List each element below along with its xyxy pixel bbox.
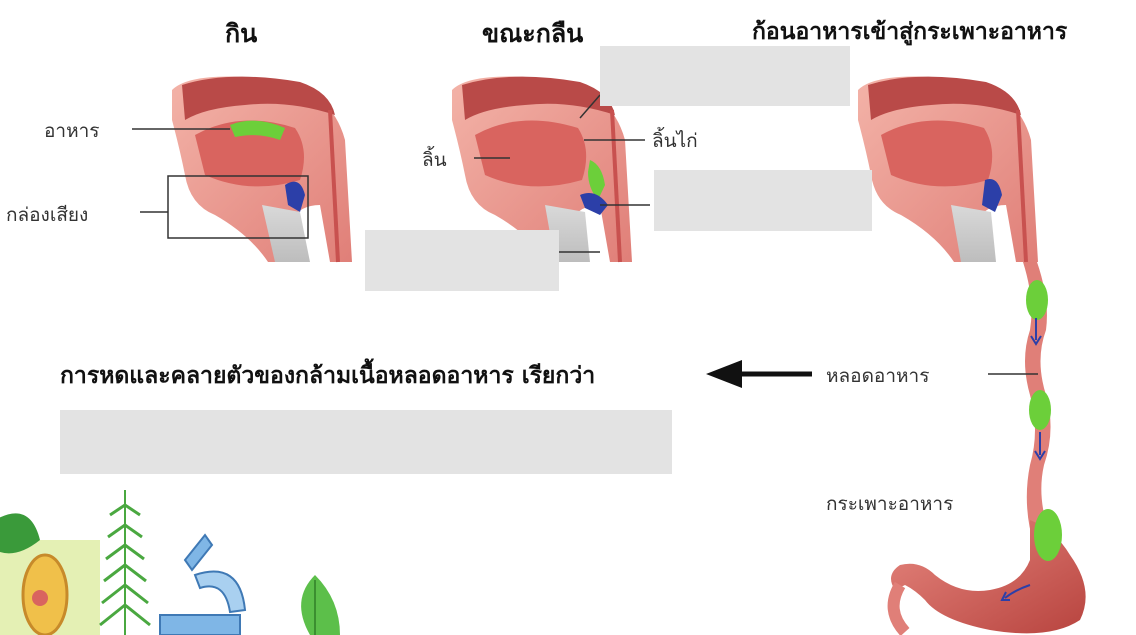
label-stomach: กระเพาะอาหาร — [826, 493, 954, 515]
title-eat: กิน — [225, 19, 258, 48]
head-eating-illustration — [172, 76, 352, 263]
esophagus-illustration — [1023, 262, 1052, 545]
head-to-stomach-illustration — [858, 76, 1038, 263]
label-food: อาหาร — [44, 120, 100, 142]
label-epiglottis: ลิ้นไก่ — [652, 130, 698, 152]
answer-box-3[interactable] — [365, 230, 559, 291]
answer-box-4[interactable] — [60, 410, 672, 474]
stomach-illustration — [887, 509, 1086, 635]
label-larynx: กล่องเสียง — [6, 204, 89, 226]
answer-box-1[interactable] — [600, 46, 850, 106]
head-swallowing-illustration — [452, 76, 632, 263]
title-swallow: ขณะกลืน — [482, 19, 584, 48]
left-arrow-icon — [706, 360, 812, 388]
answer-box-2[interactable] — [654, 170, 872, 231]
label-tongue: ลิ้น — [422, 149, 447, 171]
title-to-stomach: ก้อนอาหารเข้าสู่กระเพาะอาหาร — [752, 19, 1068, 45]
leader-lines — [132, 94, 1038, 375]
question-text: การหดและคลายตัวของกล้ามเนื้อหลอดอาหาร เร… — [60, 363, 596, 389]
label-esophagus: หลอดอาหาร — [826, 365, 930, 387]
decorative-plants-icon — [0, 490, 340, 635]
